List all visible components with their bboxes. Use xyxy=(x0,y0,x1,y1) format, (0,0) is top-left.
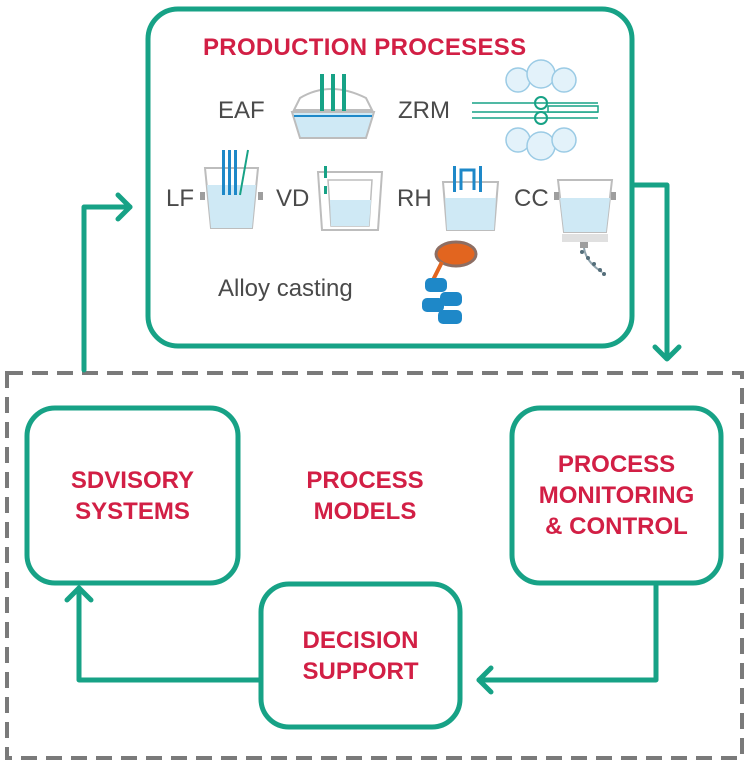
lf-label: LF xyxy=(166,185,195,212)
rh-degasser-icon xyxy=(441,166,500,231)
cc-label: CC xyxy=(514,185,549,212)
lf-ladle-icon xyxy=(200,149,263,229)
cc-caster-icon xyxy=(554,179,616,276)
advisory-systems-label: SDVISORY SYSTEMS xyxy=(27,408,238,583)
monitoring-control-label: PROCESS MONITORING & CONTROL xyxy=(512,408,721,583)
arrow-decision-to-advisory xyxy=(64,585,264,683)
advisory-box xyxy=(24,405,241,586)
monitoring-box xyxy=(509,405,724,586)
vd-label: VD xyxy=(276,185,310,212)
decision-line-1: DECISION xyxy=(302,626,419,654)
alloy-casting-label: Alloy casting xyxy=(218,275,353,302)
advisory-line-1: SDVISORY xyxy=(70,466,195,494)
decision-support-label: DECISION SUPPORT xyxy=(261,584,460,727)
arrow-to-production xyxy=(81,192,133,373)
eaf-furnace-icon xyxy=(290,74,376,139)
monitoring-line-1: PROCESS xyxy=(557,451,676,478)
systems-frame xyxy=(5,371,744,760)
monitoring-line-3: & CONTROL xyxy=(545,513,688,540)
models-line-2: MODELS xyxy=(313,497,417,525)
models-line-1: PROCESS xyxy=(306,466,424,494)
zrm-label: ZRM xyxy=(398,97,450,124)
arrow-to-systems xyxy=(629,182,682,362)
zrm-mill-icon xyxy=(472,59,599,161)
decision-line-2: SUPPORT xyxy=(302,657,419,685)
vd-vessel-icon xyxy=(316,166,384,231)
production-box xyxy=(145,6,635,349)
advisory-line-2: SYSTEMS xyxy=(75,497,190,525)
production-title: PRODUCTION PROCESESS xyxy=(203,34,527,61)
arrow-monitoring-to-decision xyxy=(476,580,659,695)
eaf-label: EAF xyxy=(218,97,265,124)
rh-label: RH xyxy=(397,185,432,212)
decision-box xyxy=(258,581,463,730)
monitoring-line-2: MONITORING xyxy=(538,482,695,509)
process-models-label: PROCESS MODELS xyxy=(265,408,465,583)
alloy-casting-icon xyxy=(422,240,478,324)
